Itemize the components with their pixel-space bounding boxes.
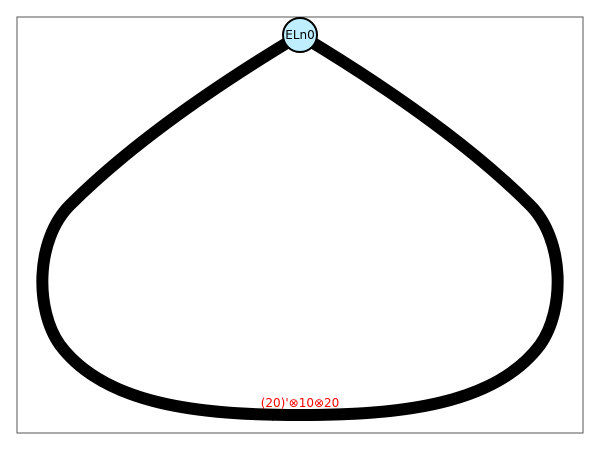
- edge-arrowhead-icon: [272, 409, 288, 421]
- edge-label: (20)'⊗10⊗20: [261, 396, 340, 410]
- diagram-frame: [16, 16, 584, 434]
- node-eln0[interactable]: [282, 17, 318, 53]
- node-eln0-label: ELn0: [285, 28, 315, 42]
- self-loop-edge[interactable]: [36, 29, 564, 421]
